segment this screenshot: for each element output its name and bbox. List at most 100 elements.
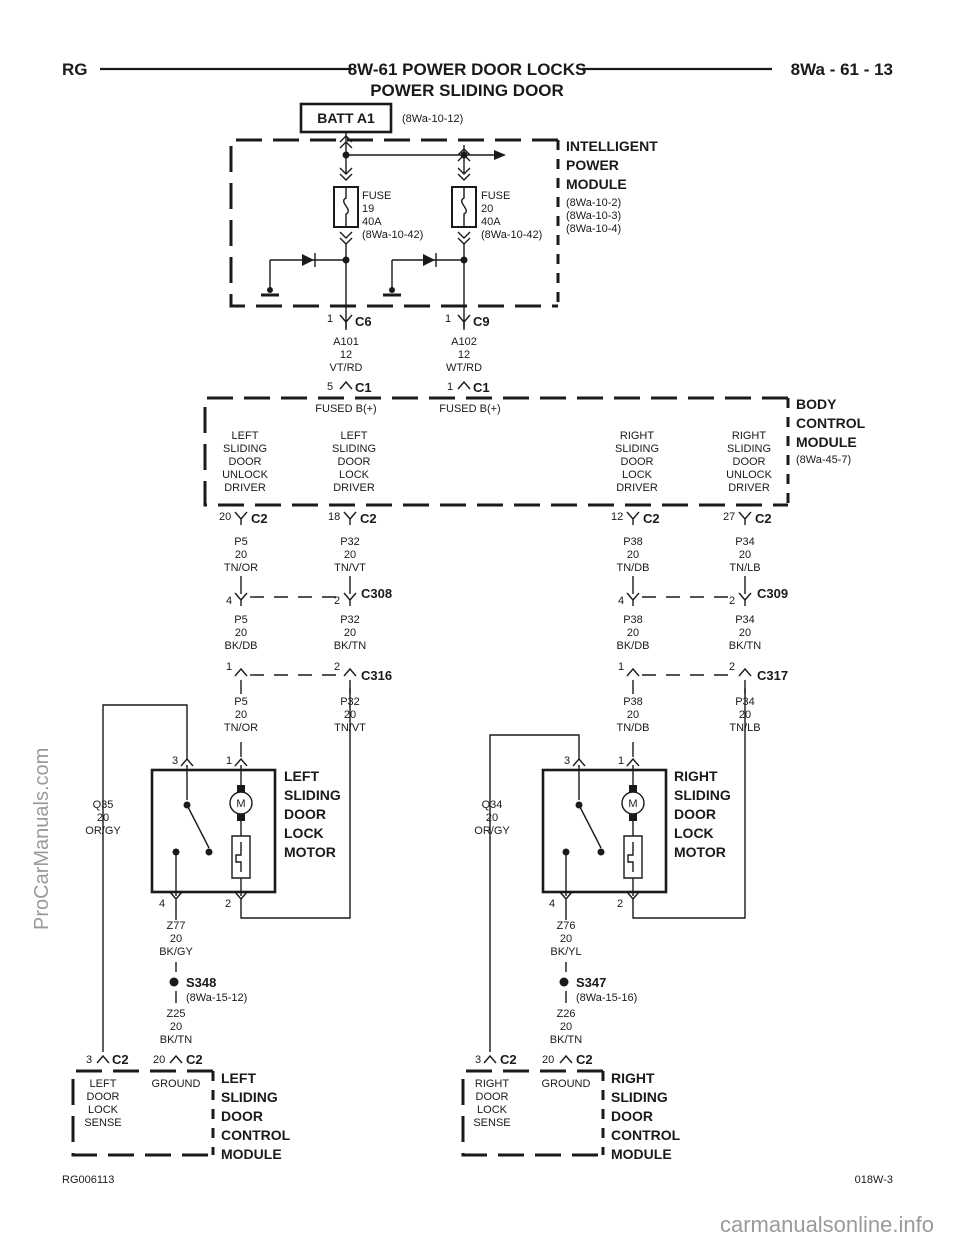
feed-wire-a102: A102 12 WT/RD [446, 336, 482, 390]
z77-l3: BK/GY [159, 946, 193, 958]
ipm-title-3: MODULE [566, 176, 627, 192]
header-title: 8W-61 POWER DOOR LOCKS [348, 60, 587, 79]
batt-label: BATT A1 [317, 110, 375, 126]
left-c2-ground-pin: 20 [153, 1054, 165, 1066]
w3-2-line-0: P38 [623, 696, 643, 708]
right-motor-section: Q34 20 OR/GY 3 1 M 4 2 RIGHT SLIDING DOO… [461, 688, 746, 1162]
fuse19-l4: (8Wa-10-42) [362, 229, 423, 241]
bcm-ref: (8Wa-45-7) [796, 454, 851, 466]
left-motor-title-5: MOTOR [284, 844, 336, 860]
w3-0-line-0: P5 [234, 696, 247, 708]
a101-l3: VT/RD [330, 362, 363, 374]
bcm-title-3: MODULE [796, 434, 857, 450]
bcm-title-2: CONTROL [796, 415, 866, 431]
z76-l2: 20 [560, 933, 572, 945]
bcm-driver-3-line-2: DOOR [733, 456, 766, 468]
bcm-driver-1-line-0: LEFT [341, 430, 368, 442]
q34-l1: Q34 [482, 799, 503, 811]
bcm-c2-name-3: C2 [755, 511, 772, 526]
bcm-driver-2-line-0: RIGHT [620, 430, 655, 442]
bcm-c2-name-0: C2 [251, 511, 268, 526]
bcm-c2-pin-0: 20 [219, 511, 231, 523]
left-motor-title-2: SLIDING [284, 787, 341, 803]
right-module-title-3: DOOR [611, 1108, 653, 1124]
ipm-title-2: POWER [566, 157, 619, 173]
right-motor-pin-3: 3 [564, 755, 570, 767]
fuse20-l4: (8Wa-10-42) [481, 229, 542, 241]
a101-l1: A101 [333, 336, 359, 348]
bcm-c1-name-b: C1 [473, 380, 490, 395]
ipm-ref-2: (8Wa-10-3) [566, 210, 621, 222]
left-module-title-4: CONTROL [221, 1127, 291, 1143]
c316-pin-a: 1 [226, 661, 232, 673]
bcm-driver-1-line-4: DRIVER [333, 482, 375, 494]
z76-l1: Z76 [557, 920, 576, 932]
c309-pin-b: 2 [729, 595, 735, 607]
w2-2-line-1: 20 [627, 627, 639, 639]
left-c2-sense-name: C2 [112, 1052, 129, 1067]
left-motor-pin-3: 3 [172, 755, 178, 767]
left-module-title-3: DOOR [221, 1108, 263, 1124]
w2-1-line-1: 20 [344, 627, 356, 639]
bcm-driver-0-line-0: LEFT [232, 430, 259, 442]
bcm-title-1: BODY [796, 396, 837, 412]
footer-right: 018W-3 [855, 1174, 893, 1186]
w2-2-line-2: BK/DB [616, 640, 649, 652]
right-module-title-2: SLIDING [611, 1089, 668, 1105]
bcm-c1-pin-a: 5 [327, 381, 333, 393]
ipm-ref-1: (8Wa-10-2) [566, 197, 621, 209]
c6-name: C6 [355, 314, 372, 329]
bcm-driver-0-line-2: DOOR [229, 456, 262, 468]
bcm-driver-0-line-1: SLIDING [223, 443, 267, 455]
c308-pin-a: 4 [226, 595, 232, 607]
right-sense-l2: DOOR [476, 1091, 509, 1103]
right-motor-pin-1: 1 [618, 755, 624, 767]
w1-3-line-1: 20 [739, 549, 751, 561]
left-motor-pin-4: 4 [159, 898, 165, 910]
right-c2-ground-pin: 20 [542, 1054, 554, 1066]
left-motor-section: Q35 20 OR/GY 3 1 M 4 2 LEFT SLIDING DOOR [71, 688, 351, 1162]
bcm-c2-pin-1: 18 [328, 511, 340, 523]
w1-2-line-2: TN/DB [617, 562, 650, 574]
w1-2-line-1: 20 [627, 549, 639, 561]
right-motor-pin-2: 2 [617, 898, 623, 910]
s348-name: S348 [186, 975, 216, 990]
bcm-driver-1-line-3: LOCK [339, 469, 370, 481]
w2-0-line-1: 20 [235, 627, 247, 639]
left-module-title-2: SLIDING [221, 1089, 278, 1105]
a102-l3: WT/RD [446, 362, 482, 374]
q35-l3: OR/GY [85, 825, 121, 837]
s348-ref: (8Wa-15-12) [186, 992, 247, 1004]
a102-l2: 12 [458, 349, 470, 361]
w1-1-line-2: TN/VT [334, 562, 366, 574]
a101-l2: 12 [340, 349, 352, 361]
w2-2-line-0: P38 [623, 614, 643, 626]
left-ground-label: GROUND [152, 1078, 201, 1090]
side-watermark: ProCarManuals.com [31, 748, 53, 930]
bcm-driver-3-line-0: RIGHT [732, 430, 767, 442]
fuse20-l3: 40A [481, 216, 501, 228]
left-module-title-5: MODULE [221, 1146, 282, 1162]
w3-2-line-1: 20 [627, 709, 639, 721]
left-sense-l1: LEFT [90, 1078, 117, 1090]
page-header: RG 8W-61 POWER DOOR LOCKS 8Wa - 61 - 13 … [62, 60, 893, 100]
batt-a1: BATT A1 (8Wa-10-12) [299, 102, 463, 134]
z25-l2: 20 [170, 1021, 182, 1033]
ipm-ref-3: (8Wa-10-4) [566, 223, 621, 235]
w1-3-line-0: P34 [735, 536, 755, 548]
w1-1-line-0: P32 [340, 536, 360, 548]
splice-s348 [169, 977, 179, 987]
right-motor-title-2: SLIDING [674, 787, 731, 803]
w2-3-line-1: 20 [739, 627, 751, 639]
right-sense-l1: RIGHT [475, 1078, 510, 1090]
bcm-driver-2-line-4: DRIVER [616, 482, 658, 494]
w2-0-line-2: BK/DB [224, 640, 257, 652]
w3-0-line-2: TN/OR [224, 722, 258, 734]
c317-name: C317 [757, 668, 788, 683]
w2-3-line-2: BK/TN [729, 640, 761, 652]
header-page-number: 8Wa - 61 - 13 [791, 60, 893, 79]
fuse19-l2: 19 [362, 203, 374, 215]
bcm-driver-1-line-2: DOOR [338, 456, 371, 468]
